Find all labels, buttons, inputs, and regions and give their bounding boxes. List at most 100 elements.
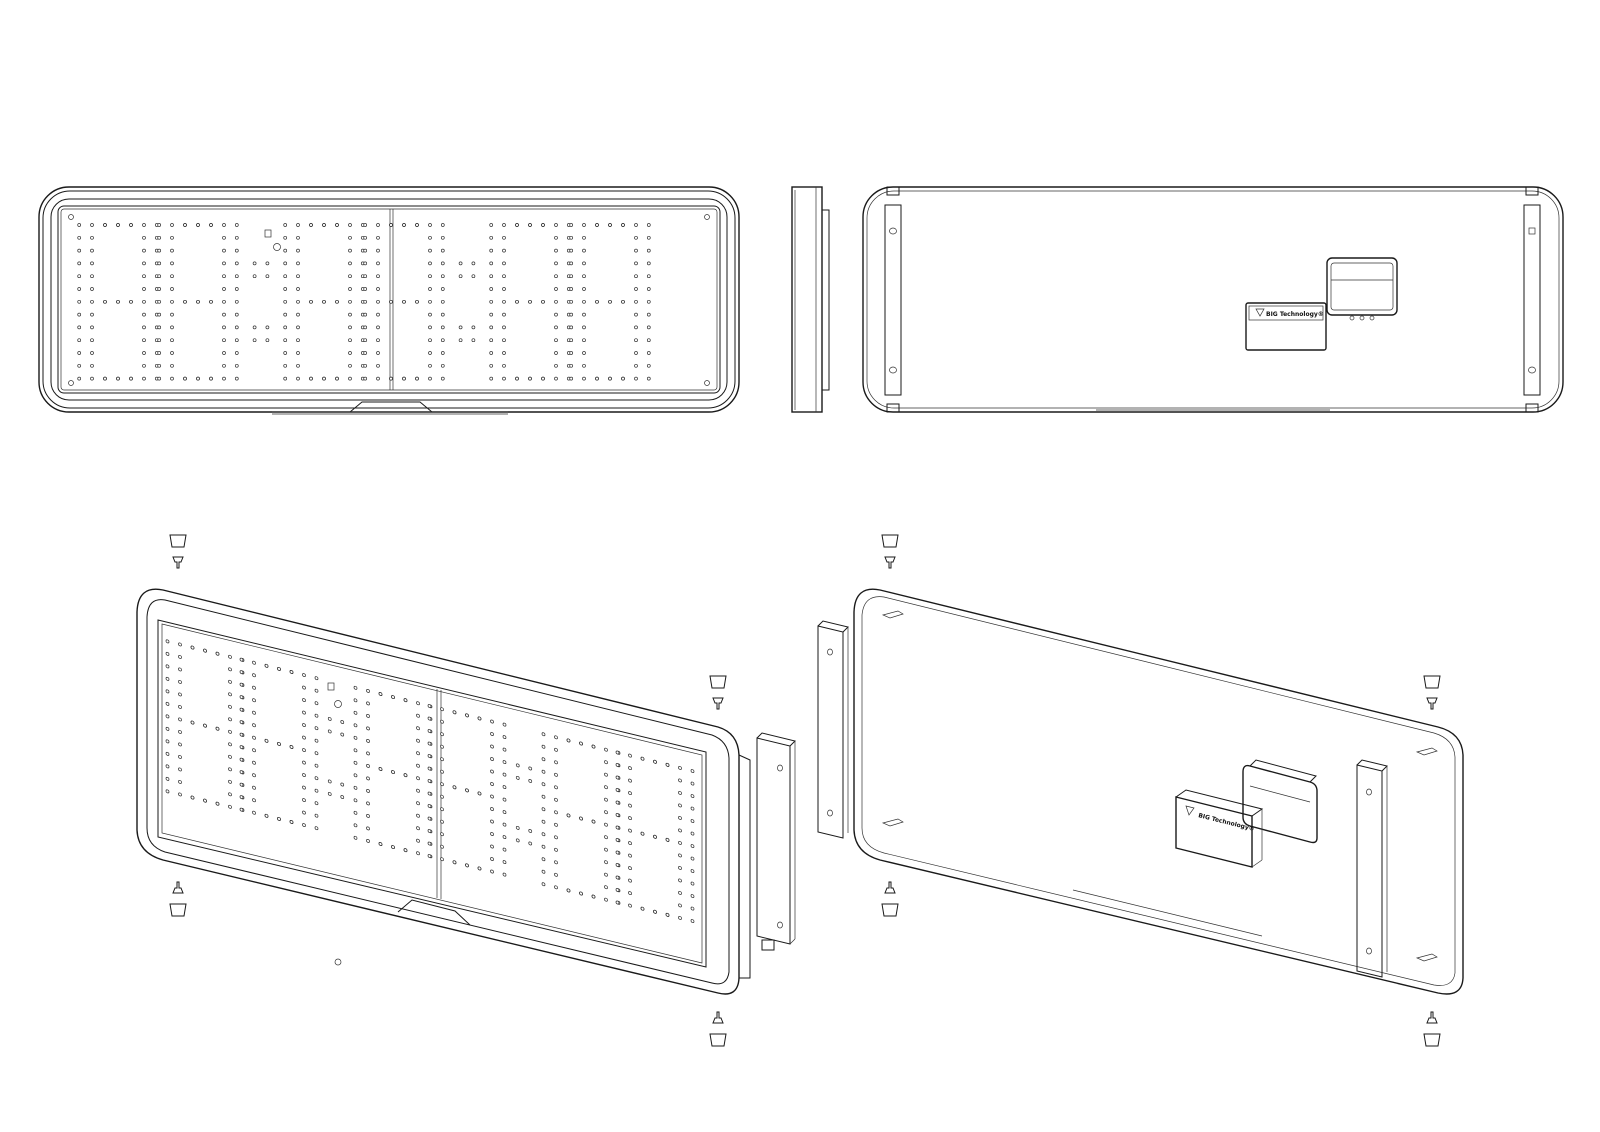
led-dot [634, 261, 638, 266]
led-dot [376, 274, 380, 279]
led-dot [335, 376, 339, 381]
led-dot [314, 751, 319, 756]
led-dot [628, 878, 632, 883]
led-dot [376, 363, 380, 368]
led-dot [646, 223, 651, 227]
led-dot [228, 754, 232, 759]
led-dot [302, 810, 306, 815]
led-dot [608, 223, 612, 227]
led-dot [178, 767, 182, 772]
led-dot [170, 312, 174, 317]
led-dot [440, 287, 445, 291]
colon-dot [471, 338, 476, 343]
led-dot [389, 223, 393, 227]
led-dot [296, 223, 300, 227]
led-dot [366, 788, 370, 793]
led-dot [427, 716, 432, 721]
led-dot [302, 748, 306, 752]
led-dot [302, 723, 306, 727]
led-dot [502, 376, 506, 381]
led-dot [541, 299, 545, 304]
led-dot [183, 376, 187, 381]
led-dot [502, 810, 507, 815]
led-dot [203, 723, 207, 728]
led-dot [646, 274, 651, 279]
led-dot [541, 744, 546, 749]
colon-dot [458, 274, 463, 279]
colon-dot [528, 829, 533, 833]
led-dot [541, 857, 546, 862]
led-dot [289, 820, 294, 824]
led-dot [604, 760, 608, 765]
led-dot [541, 869, 546, 874]
led-dot [646, 376, 651, 381]
led-dot [604, 835, 608, 840]
led-dot [428, 325, 432, 330]
led-dot [283, 261, 288, 266]
led-dot [566, 813, 571, 818]
led-dot [142, 376, 146, 381]
led-dot [391, 770, 395, 774]
led-dot [283, 235, 288, 240]
led-dot [353, 798, 358, 803]
led-dot [239, 770, 244, 775]
led-dot [302, 735, 306, 740]
led-dot [502, 274, 506, 279]
led-dot [283, 248, 288, 253]
led-dot [353, 748, 358, 753]
led-dot [239, 707, 244, 712]
led-dot [615, 813, 620, 817]
led-dot [353, 698, 358, 703]
led-dot [165, 714, 170, 719]
led-dot [322, 376, 326, 381]
led-dot [389, 299, 393, 304]
led-dot [428, 248, 432, 253]
led-dot [239, 670, 244, 675]
led-dot [489, 363, 494, 368]
led-dot [142, 299, 146, 304]
led-dot [234, 248, 239, 253]
fasteners-rear [881, 534, 1441, 1047]
led-dot [302, 785, 306, 790]
led-dot [348, 325, 352, 330]
led-dot [309, 376, 313, 381]
led-dot [252, 773, 256, 778]
colon-dot [327, 792, 332, 796]
colon-dot [515, 825, 520, 830]
led-dot [489, 235, 494, 240]
led-dot [165, 776, 170, 781]
led-dot [634, 235, 638, 240]
colon-dot [252, 274, 257, 279]
led-dot [569, 299, 574, 304]
led-dot [515, 376, 519, 381]
led-dot [427, 779, 432, 783]
led-dot [554, 363, 558, 368]
led-dot [190, 720, 195, 725]
led-dot [77, 235, 82, 240]
led-dot [302, 685, 306, 690]
logo-text-rear: BIG Technology® [1266, 311, 1324, 318]
led-dot [402, 223, 406, 227]
led-dot [363, 338, 368, 343]
led-dot [502, 235, 506, 240]
led-dot [489, 287, 494, 291]
led-dot [569, 261, 574, 266]
led-dot [353, 685, 358, 690]
led-dot [690, 856, 695, 861]
led-dot [452, 710, 457, 715]
led-dot [490, 794, 494, 799]
led-dot [283, 312, 288, 317]
led-dot [222, 248, 226, 253]
led-dot [615, 875, 620, 880]
led-dot [90, 248, 94, 253]
led-dot [277, 742, 281, 746]
led-dot [335, 299, 339, 304]
led-dot [640, 756, 645, 761]
led-dot [554, 860, 558, 865]
led-dot [378, 692, 383, 696]
led-dot [678, 841, 682, 845]
led-dot [389, 376, 393, 381]
led-dot [228, 704, 232, 709]
led-dot [428, 312, 432, 317]
led-dot [554, 785, 558, 790]
